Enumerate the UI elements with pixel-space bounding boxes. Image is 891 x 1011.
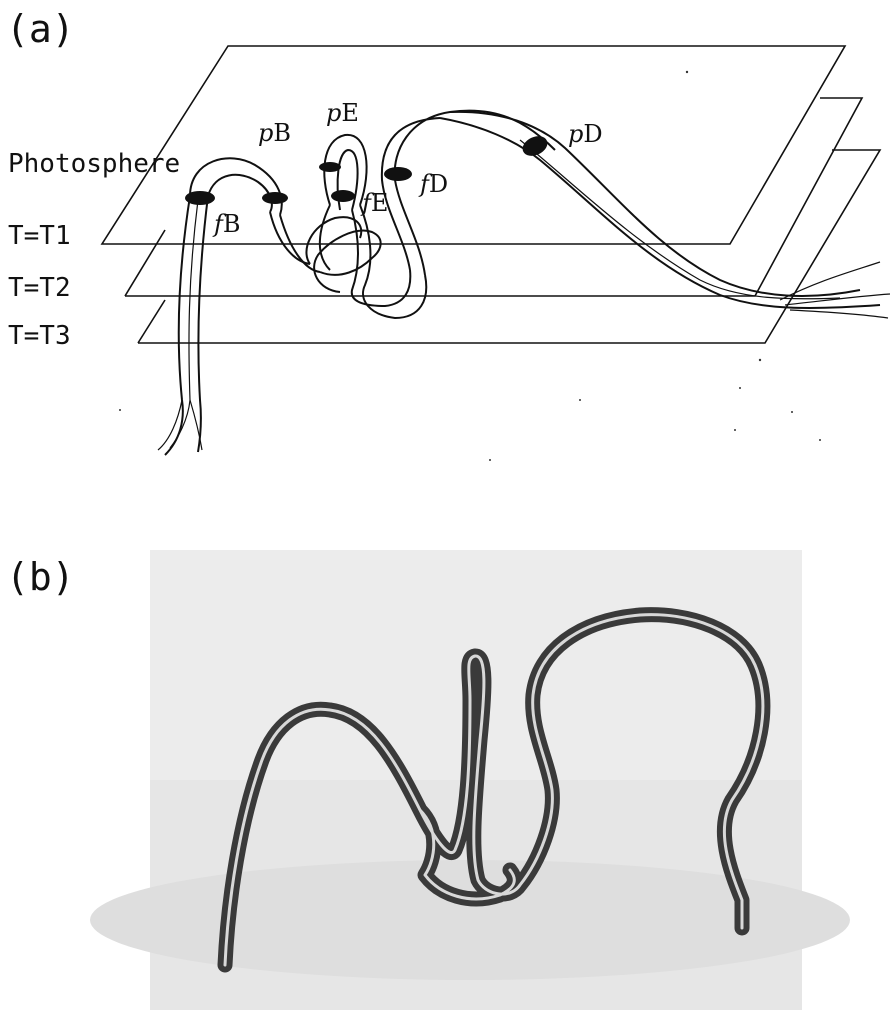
- photosphere-label: Photosphere: [8, 149, 180, 179]
- plane-label-t1: T=T1: [8, 221, 71, 251]
- plane-labels: Photosphere T=T1 T=T2 T=T3: [8, 149, 180, 351]
- footpoint-fE-marker: [331, 190, 355, 202]
- plane-label-t2: T=T2: [8, 273, 71, 303]
- footpoint-label-fD: fD: [418, 170, 448, 198]
- footpoint-pE-marker: [319, 162, 341, 172]
- plane-t2: [125, 98, 862, 296]
- footpoint-pB-marker: [262, 192, 288, 204]
- footpoint-label-pB: pB: [258, 119, 291, 147]
- footpoint-fB-marker: [185, 191, 215, 205]
- footpoint-fD-marker: [384, 167, 412, 181]
- panel-a-label: (a): [6, 7, 75, 51]
- footpoint-label-pD: pD: [568, 120, 603, 148]
- panel-b-label: (b): [6, 555, 75, 599]
- flux-tube: [158, 111, 890, 455]
- time-planes: [102, 46, 880, 343]
- plane-label-t3: T=T3: [8, 321, 71, 351]
- photo: [90, 550, 850, 1010]
- footpoint-label-fE: fE: [360, 189, 388, 217]
- footpoint-label-fB: fB: [212, 210, 241, 238]
- footpoint-label-pE: pE: [326, 99, 359, 127]
- scan-speckles: [119, 71, 821, 461]
